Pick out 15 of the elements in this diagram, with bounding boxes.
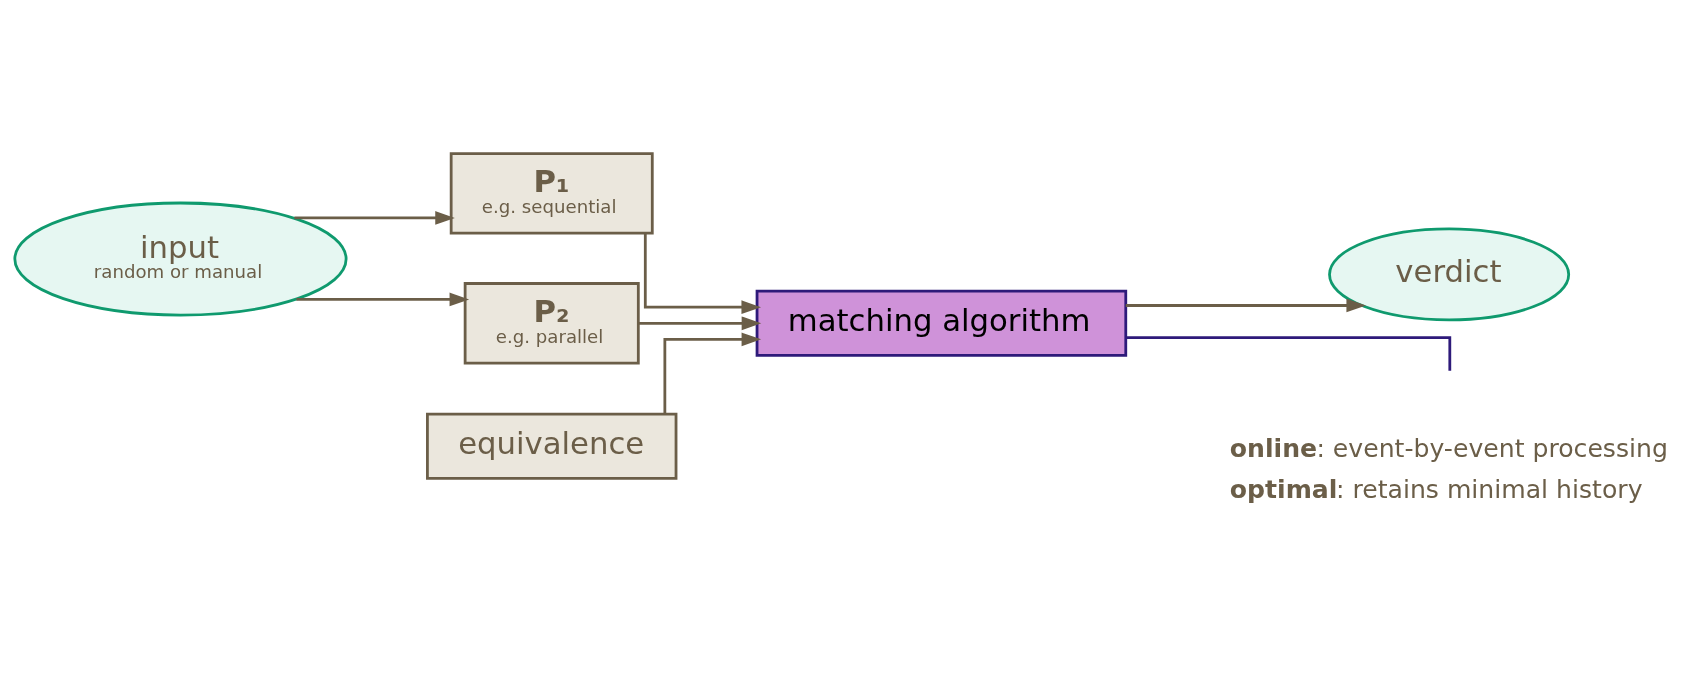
arrow: [643, 232, 762, 314]
node-box: P₂ e.g. parallel: [463, 281, 640, 364]
arrow: [638, 315, 762, 330]
arrow: [296, 292, 470, 306]
node-ellipse: input random or manual: [13, 201, 348, 316]
node-label: online: event-by-event processing: [1229, 433, 1668, 463]
node-ellipse: verdict: [1328, 227, 1571, 321]
node-box: matching algorithm: [755, 289, 1128, 357]
arrow: [663, 332, 762, 414]
arrow: [294, 210, 455, 225]
node-label: optimal: retains minimal history: [1229, 474, 1643, 504]
node-box: equivalence: [426, 412, 678, 480]
connector: [1126, 335, 1452, 371]
node-box: P₁ e.g. sequential: [449, 151, 654, 235]
arrow: [1125, 298, 1366, 312]
